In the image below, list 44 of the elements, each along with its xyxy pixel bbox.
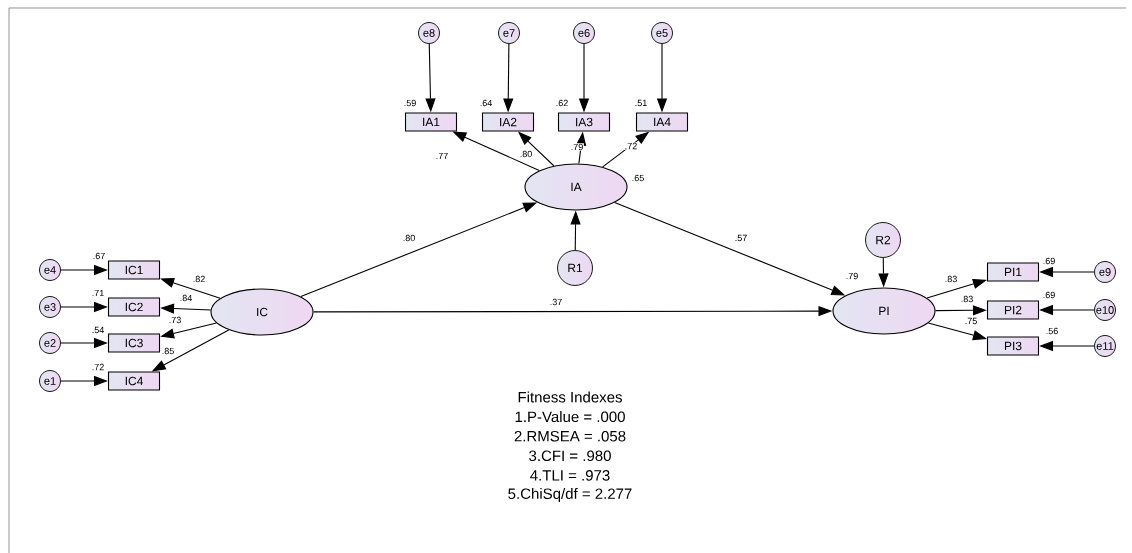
squared-correlation: .64: [480, 99, 492, 107]
squared-correlation: .72: [92, 363, 104, 371]
indicator-box: IA1: [404, 112, 458, 132]
squared-correlation: .69: [1043, 291, 1055, 299]
indicator-box: IC3: [107, 333, 161, 353]
fit-statistic: 2.RMSEA = .058: [514, 430, 626, 442]
edge-label: .72: [624, 142, 638, 150]
squared-correlation: .65: [632, 174, 644, 182]
indicator-box: IC4: [107, 371, 161, 391]
fit-statistic: 1.P-Value = .000: [515, 411, 625, 423]
edge-label: .80: [519, 150, 533, 158]
squared-correlation: .62: [556, 99, 568, 107]
edge-label: .85: [161, 347, 175, 355]
squared-correlation: .59: [404, 99, 416, 107]
edge-label: .83: [944, 275, 958, 283]
edge-label: .79: [570, 143, 584, 151]
squared-correlation: .56: [1046, 327, 1058, 335]
indicator-box: PI2: [986, 300, 1040, 320]
edge-label: .80: [402, 234, 416, 242]
fit-statistic: 4.TLI = .973: [530, 470, 610, 481]
indicator-box: IC2: [107, 297, 161, 317]
squared-correlation: .67: [93, 252, 105, 260]
indicator-box: IC1: [107, 260, 161, 280]
edge-label: .77: [435, 152, 449, 160]
indicator-box: IA4: [635, 112, 689, 132]
squared-correlation: .69: [1043, 257, 1055, 265]
edge-label: .83: [960, 295, 974, 303]
fit-statistic: 3.CFI = .980: [529, 450, 611, 462]
edge-label: .82: [192, 275, 206, 283]
fit-heading: Fitness Indexes: [518, 391, 622, 403]
edge-label: .84: [179, 294, 193, 302]
indicator-box: PI3: [986, 336, 1040, 356]
indicator-box: IA2: [481, 112, 535, 132]
indicator-box: PI1: [986, 262, 1040, 282]
squared-correlation: .51: [635, 99, 647, 107]
squared-correlation: .54: [92, 326, 104, 334]
edge-label: .73: [168, 316, 182, 324]
squared-correlation: .71: [92, 289, 104, 297]
edge-label: .75: [964, 317, 978, 325]
fit-statistic: 5.ChiSq/df = 2.277: [508, 488, 632, 502]
indicator-box: IA3: [557, 112, 611, 132]
edge-label: .57: [734, 234, 748, 242]
squared-correlation: .79: [846, 272, 858, 280]
edge-label: .37: [549, 298, 563, 306]
